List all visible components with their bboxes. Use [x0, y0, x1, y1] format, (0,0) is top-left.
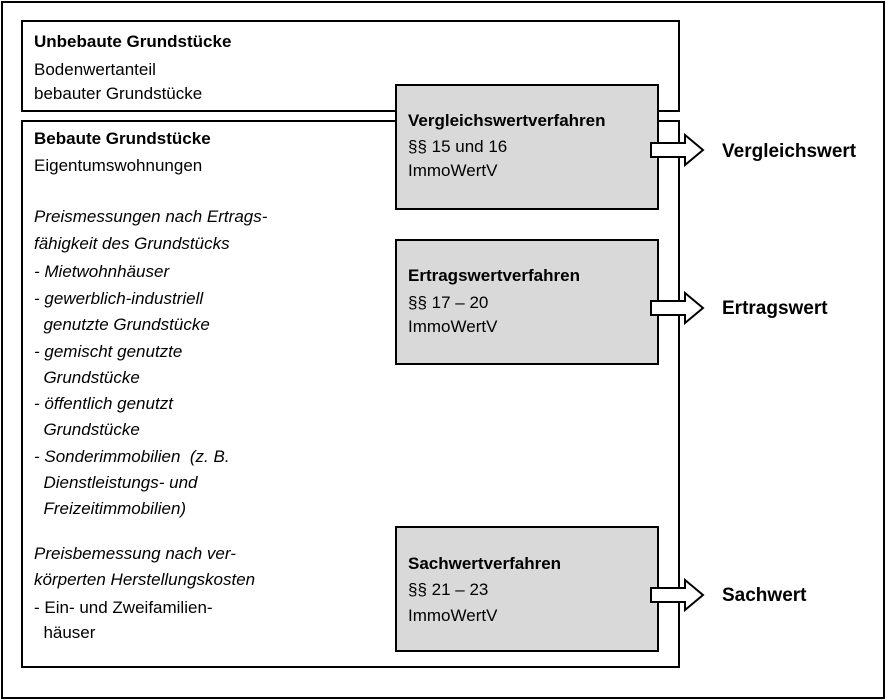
right-arrow-icon — [650, 290, 705, 326]
method-paragraphs: §§ 15 und 16 — [408, 137, 508, 156]
list-item: - gewerblich-industriell — [34, 289, 204, 308]
vergleichswert-result: Vergleichswert — [722, 141, 857, 162]
list-item: - gemischt genutzte — [34, 342, 183, 361]
sachwert-method-box — [395, 526, 659, 652]
list-item: Grundstücke — [34, 420, 140, 439]
method-law: ImmoWertV — [408, 317, 498, 336]
sach-intro-2: körperten Herstellungskosten — [34, 570, 256, 589]
ertrag-intro-2: fähigkeit des Grundstücks — [34, 234, 230, 253]
sachwert-result: Sachwert — [722, 585, 807, 606]
ertrag-intro-1: Preismessungen nach Ertrags- — [34, 207, 268, 226]
ertragswert-method-box — [395, 239, 659, 365]
method-paragraphs: §§ 21 – 23 — [408, 580, 489, 599]
unbebaute-line-1: Bodenwertanteil — [34, 60, 156, 79]
method-law: ImmoWertV — [408, 606, 498, 625]
method-title: Ertragswertverfahren — [408, 266, 580, 285]
bebaute-subtitle: Eigentumswohnungen — [34, 156, 203, 175]
list-item: - Mietwohnhäuser — [34, 262, 170, 281]
list-item: - öffentlich genutzt — [34, 394, 173, 413]
unbebaute-title: Unbebaute Grundstücke — [34, 32, 232, 51]
sach-item-1: - Ein- und Zweifamilien- — [34, 598, 213, 617]
sach-intro-1: Preisbemessung nach ver- — [34, 544, 236, 563]
list-item: Grundstücke — [34, 368, 140, 387]
list-item: - Sonderimmobilien (z. B. — [34, 447, 230, 466]
right-arrow-icon — [650, 577, 705, 613]
list-item: Freizeitimmobilien) — [34, 499, 187, 518]
method-law: ImmoWertV — [408, 161, 498, 180]
unbebaute-line-2: bebauter Grundstücke — [34, 84, 203, 103]
right-arrow-icon — [650, 132, 705, 168]
method-title: Sachwertverfahren — [408, 554, 562, 573]
list-item: genutzte Grundstücke — [34, 315, 210, 334]
method-paragraphs: §§ 17 – 20 — [408, 293, 489, 312]
bebaute-title: Bebaute Grundstücke — [34, 129, 211, 148]
method-title: Vergleichswertverfahren — [408, 111, 606, 130]
list-item: Dienstleistungs- und — [34, 473, 198, 492]
ertragswert-result: Ertragswert — [722, 298, 828, 319]
sach-item-2: häuser — [34, 623, 96, 642]
